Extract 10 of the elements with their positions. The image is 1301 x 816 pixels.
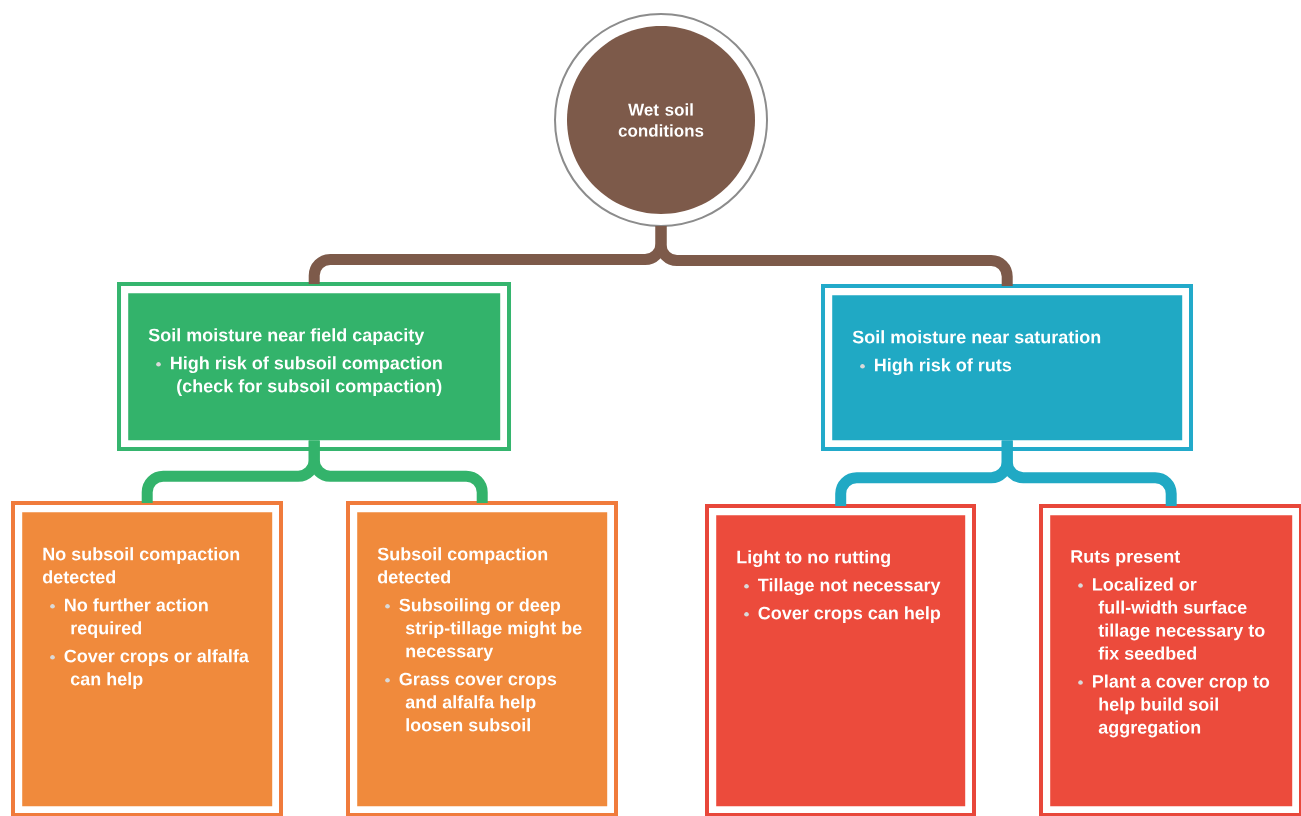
connector [655, 226, 1013, 286]
text-box: Subsoil compaction detected Subsoiling or deep strip-tillage might be necessary Grass cover crops and alfalfa help loosen subsoil [346, 501, 618, 816]
text-box: Soil moisture near field capacity High risk of subsoil compaction (check for subsoil compaction) [117, 282, 511, 451]
connector [308, 440, 488, 503]
circle-node: Wet soil conditions [554, 13, 768, 227]
text-box: Soil moisture near saturation High risk of ruts [821, 284, 1193, 451]
text-box: Ruts present Localized or full-width surface tillage necessary to fix seedbed Plant a cover crop to help build soil aggregation [1039, 504, 1301, 816]
text-box: No subsoil compaction detected No further action required Cover crops or alfalfa can help [11, 501, 283, 816]
text-box: Light to no rutting Tillage not necessary Cover crops can help [705, 504, 976, 816]
connector [1001, 440, 1177, 506]
